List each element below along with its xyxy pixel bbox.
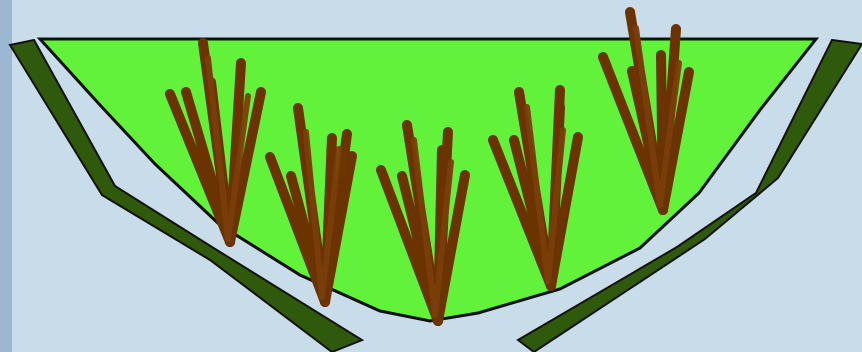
wetland-svg xyxy=(0,0,862,352)
wetland-diagram xyxy=(0,0,862,352)
